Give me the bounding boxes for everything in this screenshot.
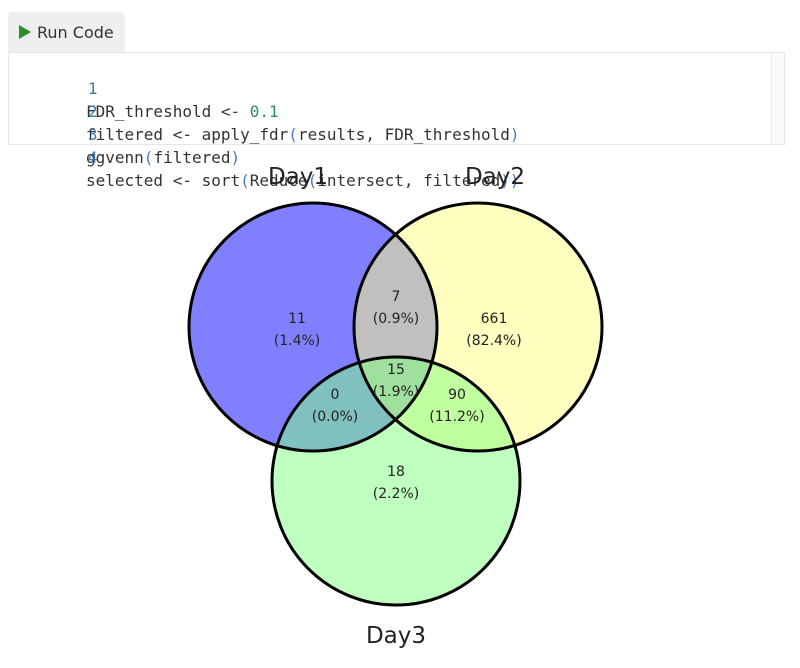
code-paren: ( <box>240 171 250 190</box>
code-token: Reduce <box>249 171 308 190</box>
code-paren: ( <box>288 125 298 144</box>
code-paren: )) <box>500 171 520 190</box>
venn-diagram: Day1 Day2 Day3 11 (1.4%) 7 (0.9%) 661 (8… <box>187 164 604 649</box>
code-token: intersect, filtered <box>317 171 501 190</box>
play-icon <box>19 25 31 39</box>
region-count: 90 <box>448 387 466 403</box>
code-text: FDR_threshold <- 0.1 <box>86 100 279 123</box>
code-line: 1 FDR_threshold <- 0.1 <box>9 54 279 121</box>
region-labels: 11 (1.4%) 7 (0.9%) 661 (82.4%) 0 (0.0%) … <box>274 289 522 502</box>
venn-circles <box>187 201 604 607</box>
line-number: 4 <box>87 148 98 167</box>
set-label-day2: Day2 <box>465 164 525 190</box>
region-percent: (2.2%) <box>373 486 420 502</box>
region-percent: (0.0%) <box>312 409 359 425</box>
code-paren: ) <box>509 125 520 144</box>
code-number: 0.1 <box>249 102 279 121</box>
code-text: ggvenn(filtered) <box>86 146 240 169</box>
code-editor[interactable]: 1 FDR_threshold <- 0.1 2 filtered <- app… <box>8 52 785 190</box>
region-count: 11 <box>288 311 306 327</box>
code-token: filtered <box>153 148 231 167</box>
run-code-button[interactable]: Run Code <box>8 12 125 52</box>
line-number: 1 <box>87 79 98 98</box>
region-count: 661 <box>481 311 508 327</box>
code-token: results, FDR_threshold <box>297 125 510 144</box>
code-token: FDR_threshold <- <box>86 102 250 121</box>
code-line: 3 ggvenn(filtered) <box>9 100 240 167</box>
code-paren: ) <box>230 148 241 167</box>
region-count: 15 <box>387 362 405 378</box>
code-line: 4 selected <- sort(Reduce(intersect, fil… <box>9 123 520 190</box>
region-count: 18 <box>387 464 405 480</box>
set-label-day1: Day1 <box>268 164 328 190</box>
code-token: ggvenn <box>86 148 144 167</box>
region-percent: (1.4%) <box>274 333 321 349</box>
region-percent: (1.9%) <box>373 384 420 400</box>
region-count: 7 <box>392 289 401 305</box>
line-number: 3 <box>87 125 98 144</box>
region-percent: (0.9%) <box>373 311 420 327</box>
run-code-label: Run Code <box>37 22 114 42</box>
set-label-day3: Day3 <box>366 623 426 649</box>
code-text: filtered <- apply_fdr(results, FDR_thres… <box>86 123 520 146</box>
code-token: selected <- sort <box>86 171 241 190</box>
code-token: filtered <- apply_fdr <box>86 125 289 144</box>
venn-circle-day3 <box>272 357 520 605</box>
venn-outline-day2 <box>352 201 604 453</box>
code-paren: ( <box>143 148 154 167</box>
code-line: 2 filtered <- apply_fdr(results, FDR_thr… <box>9 77 520 144</box>
code-paren: ( <box>307 171 318 190</box>
code-text: selected <- sort(Reduce(intersect, filte… <box>86 169 520 192</box>
region-count: 0 <box>331 387 340 403</box>
line-number: 2 <box>87 102 98 121</box>
editor-scrollbar[interactable] <box>771 53 784 144</box>
venn-outline-day3 <box>270 355 522 607</box>
venn-outline-day1 <box>187 201 439 453</box>
region-percent: (82.4%) <box>466 333 521 349</box>
region-percent: (11.2%) <box>429 409 484 425</box>
